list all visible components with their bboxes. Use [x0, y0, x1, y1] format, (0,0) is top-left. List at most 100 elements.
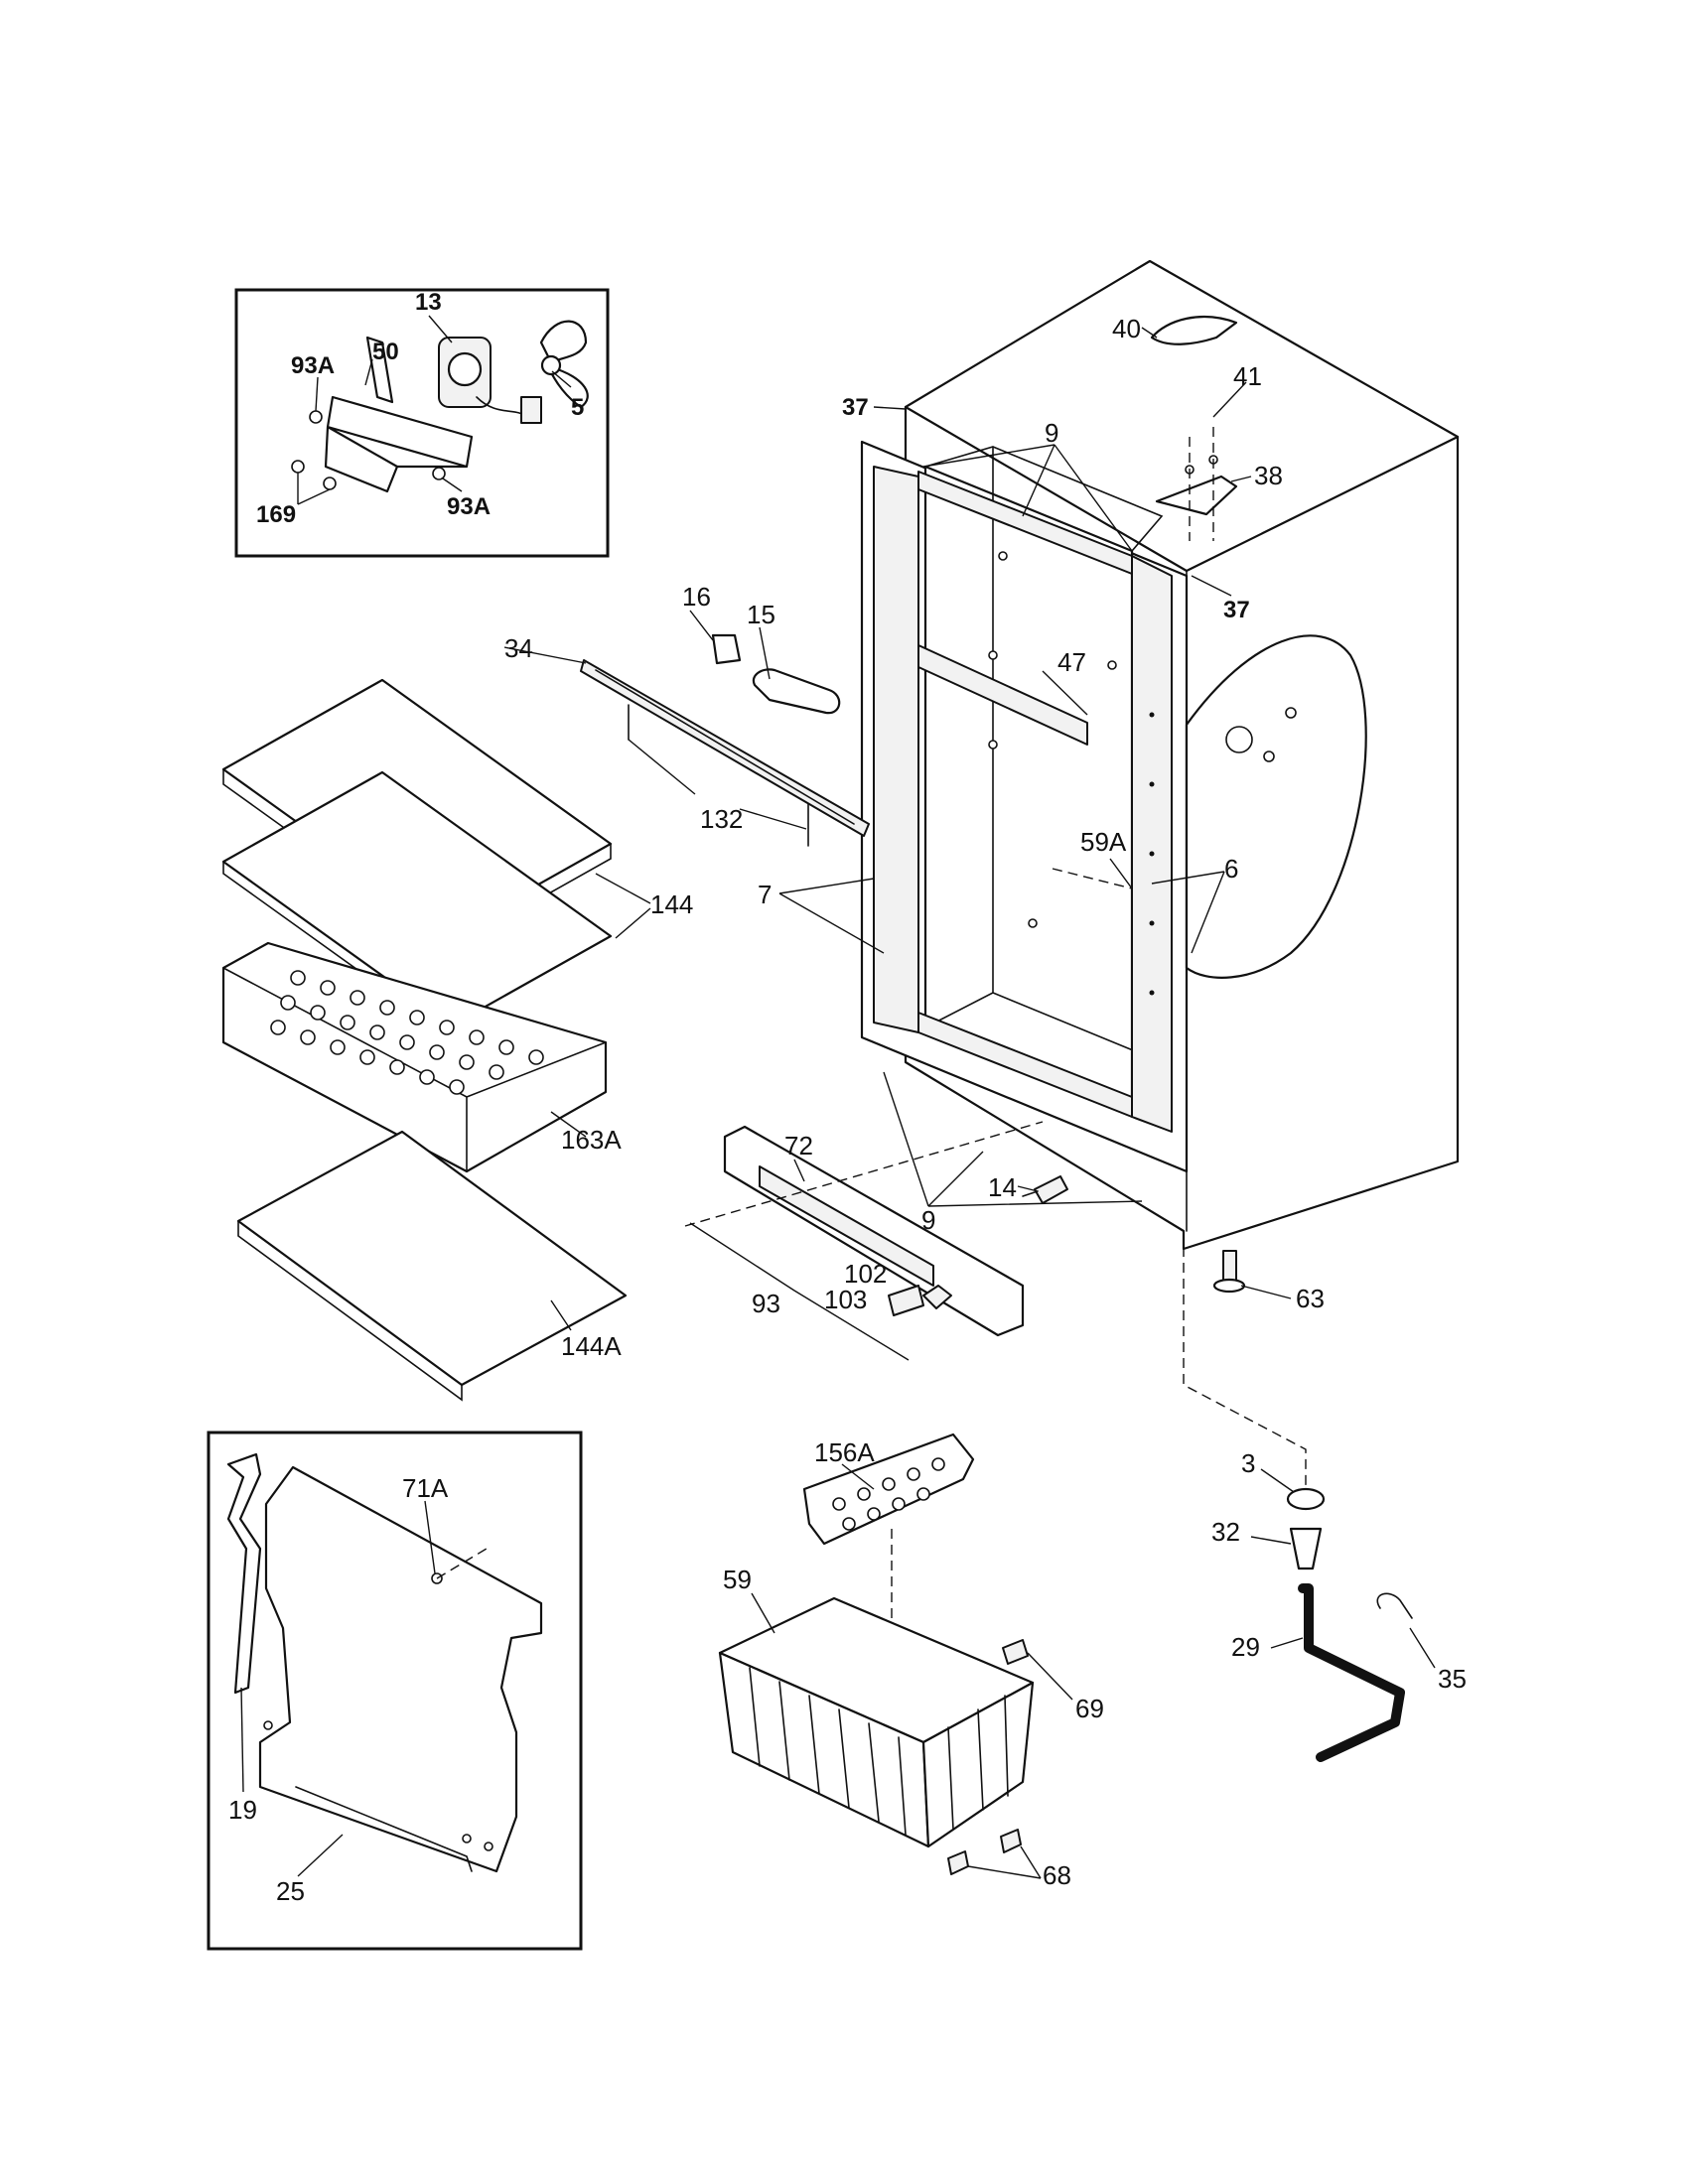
callout-93: 93: [752, 1289, 780, 1318]
callout-59a: 59A: [1080, 827, 1127, 857]
shelf-support-rail: [917, 644, 1088, 746]
callout-169: 169: [256, 501, 296, 528]
liner-top: [924, 446, 1164, 552]
callout-29: 29: [1231, 1632, 1260, 1662]
callout-34: 34: [504, 633, 533, 663]
leader-29: [1270, 1637, 1304, 1649]
label-102: [922, 1285, 952, 1309]
callout-32: 32: [1211, 1517, 1240, 1547]
motor-bracket: [324, 395, 474, 493]
screws-132: [628, 704, 809, 847]
callout-14: 14: [988, 1172, 1017, 1202]
drain-hose-29: [1298, 1583, 1405, 1762]
leader-5: [551, 370, 572, 388]
callout-50: 50: [372, 339, 399, 365]
callout-59: 59: [723, 1565, 752, 1594]
grille-louvers: [759, 1165, 934, 1287]
drain-dash-line: [1183, 1231, 1307, 1489]
leader-59: [751, 1592, 775, 1634]
callout-163a: 163A: [561, 1125, 622, 1155]
cabinet-liner-opening: [923, 465, 1134, 1114]
freezer-cabinet: [860, 259, 1460, 1294]
basket-group: [718, 1433, 1073, 1879]
drain-plug-3: [1286, 1487, 1326, 1511]
callout-35: 35: [1438, 1664, 1467, 1694]
basket-wires: [749, 1667, 1009, 1836]
leader-37-top: [873, 406, 907, 410]
callout-9-bottom: 9: [921, 1205, 935, 1235]
callout-15: 15: [747, 600, 775, 629]
drain-assembly: [1183, 1231, 1436, 1762]
leader-9-bottom: [883, 1071, 1143, 1207]
callout-37-right: 37: [1223, 597, 1250, 623]
leader-35: [1409, 1627, 1436, 1669]
leader-93a-top: [315, 376, 319, 412]
trim-strip-19: [226, 1452, 262, 1695]
leader-19: [240, 1687, 244, 1793]
grille-mount-dash: [684, 1121, 1044, 1227]
callout-3: 3: [1241, 1448, 1255, 1478]
drain-tube-32: [1289, 1527, 1323, 1570]
leader-25: [297, 1834, 344, 1877]
back-panel-inset-frame: [207, 1431, 583, 1951]
screw-169-a: [291, 460, 305, 474]
callout-47: 47: [1057, 647, 1086, 677]
leader-169: [297, 473, 331, 505]
shelf-144-lower: [221, 770, 613, 1027]
door-stop: [1150, 316, 1238, 345]
shelf-bracket-assembly: [503, 610, 1088, 847]
leader-93: [689, 1222, 910, 1361]
leader-16: [689, 610, 714, 641]
leader-3: [1260, 1468, 1295, 1493]
callout-6: 6: [1224, 854, 1238, 884]
callout-93a-bottom: 93A: [447, 493, 491, 520]
fan-motor-inset-frame: [234, 288, 610, 558]
callout-9-top: 9: [1045, 418, 1058, 448]
leader-34: [503, 646, 587, 664]
leader-6: [1151, 871, 1225, 954]
bracket-tab: [365, 336, 394, 404]
thermostat-sensor: [1034, 1175, 1068, 1204]
leader-71a: [424, 1500, 436, 1574]
back-panel-inset: [207, 1431, 583, 1951]
label-103: [888, 1285, 924, 1316]
leader-13: [428, 315, 453, 343]
leader-47: [1042, 670, 1088, 716]
light-tube-15: [752, 668, 841, 715]
motor-connector: [520, 396, 542, 424]
screw-93a-top: [309, 410, 323, 424]
thermostat-tip: [1022, 1190, 1039, 1197]
leader-32: [1250, 1536, 1292, 1545]
dash-71a: [436, 1548, 488, 1579]
clip-35: [1376, 1592, 1413, 1619]
callout-16: 16: [682, 582, 711, 612]
hinge-screw-dashes: [1189, 427, 1214, 541]
callout-labels: 13 50 93A 5 169 93A 37 37 40 41 38 9 9 1…: [228, 289, 1467, 1906]
toe-grille-assembly: [684, 1121, 1292, 1361]
shelf-rail-edge: [595, 669, 855, 825]
callout-41: 41: [1233, 361, 1262, 391]
screw-93a-bottom: [432, 467, 446, 480]
callout-7: 7: [758, 880, 772, 909]
callout-13: 13: [415, 289, 442, 316]
fan-blade-hub: [540, 354, 562, 376]
shelves-group: [221, 678, 651, 1402]
callout-102: 102: [844, 1259, 887, 1289]
leader-72: [793, 1159, 805, 1182]
right-side-trim: [1131, 555, 1173, 1133]
callout-93a-top: 93A: [291, 352, 335, 379]
evaporator-port: [1225, 726, 1253, 753]
screw-169-b: [323, 477, 337, 490]
left-side-trim: [873, 466, 919, 1033]
cabinet-leaders: [778, 327, 1252, 1207]
callout-63: 63: [1296, 1284, 1325, 1313]
shelf-144a-edge: [237, 1220, 463, 1402]
leader-63: [1240, 1285, 1292, 1299]
leveling-leg-stem: [1222, 1250, 1237, 1282]
callout-68: 68: [1043, 1860, 1071, 1890]
fan-motor-hub: [447, 351, 483, 387]
callout-69: 69: [1075, 1694, 1104, 1723]
callout-19: 19: [228, 1795, 257, 1825]
leader-37-right: [1191, 575, 1232, 597]
